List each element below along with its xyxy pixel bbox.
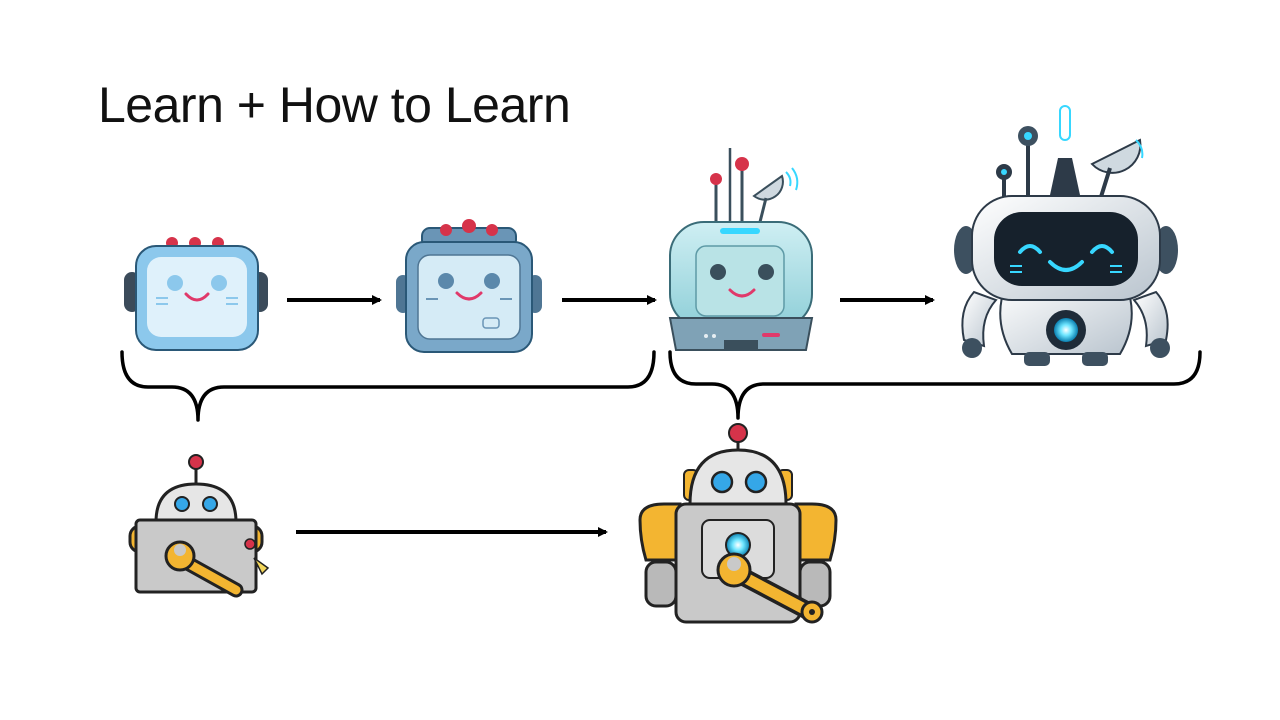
upgraded-robot-icon <box>396 219 542 353</box>
glass-dome-robot-icon <box>668 148 814 351</box>
advanced-robot-icon <box>954 105 1178 366</box>
basic-robot-icon <box>124 237 268 351</box>
big-wrench-robot-icon <box>638 423 838 624</box>
slide-title: Learn + How to Learn <box>98 77 571 133</box>
brace-left <box>120 350 656 422</box>
small-wrench-robot-icon <box>128 454 270 598</box>
brace-right <box>668 350 1202 420</box>
